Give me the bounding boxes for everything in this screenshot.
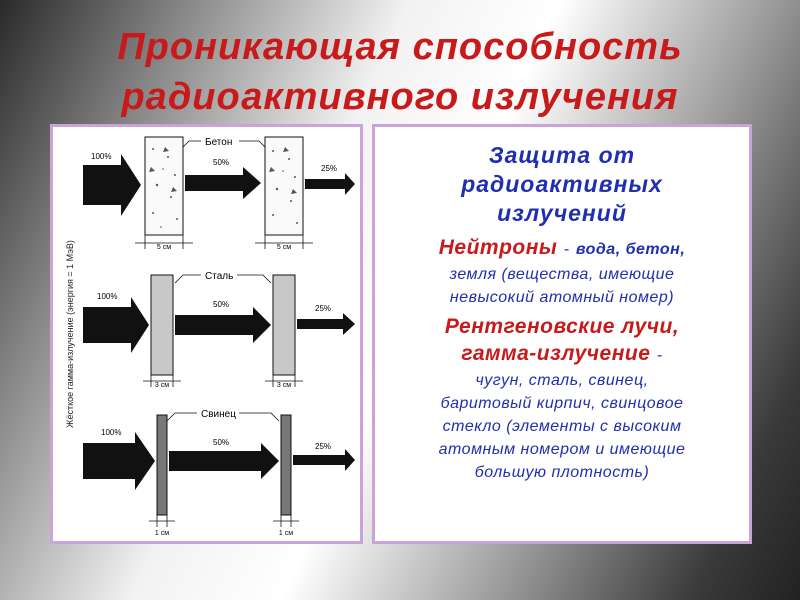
xray-text-3: стекло (элементы с высоким (442, 418, 682, 435)
slide-title: Проникающая способность радиоактивного и… (0, 22, 800, 122)
xray-heading-1: Рентгеновские лучи, (444, 315, 680, 338)
neutrons-label: Нейтроны (438, 236, 558, 259)
xray-text-2: баритовый кирпич, свинцовое (440, 395, 684, 412)
row-lead: 100% Свинец 50% 25% 1 см 1 см (83, 409, 355, 537)
arrow-mid-concrete (185, 167, 261, 199)
slab-concrete-2 (264, 136, 304, 236)
thickness-lead-2: 1 см (279, 530, 293, 537)
label-mid-steel: 50% (213, 300, 229, 309)
slab-lead-2 (280, 414, 292, 516)
material-label-lead: Свинец (201, 409, 236, 420)
slab-steel-2 (272, 274, 296, 376)
diagram-svg: Жёсткое гамма-излучение (энергия = 1 МэВ… (65, 136, 355, 537)
arrow-mid-steel (175, 307, 271, 343)
concrete-texture-1 (149, 147, 178, 228)
page-number: 17 (736, 552, 752, 568)
material-label-concrete: Бетон (205, 137, 232, 148)
thickness-concrete-2: 5 см (277, 244, 291, 251)
xray-heading-2-line: гамма-излучение - (375, 340, 749, 369)
concrete-texture-2 (269, 147, 298, 224)
xray-heading-2: гамма-излучение (461, 342, 651, 365)
thickness-steel-1: 3 см (155, 382, 169, 389)
neutrons-text-1: вода, бетон, (575, 241, 686, 258)
thickness-lead-1: 1 см (155, 530, 169, 537)
neutrons-text-2: земля (вещества, имеющие (449, 266, 675, 283)
row-steel: 100% Сталь 50% 25% 3 см 3 см (83, 271, 355, 389)
panel-heading-3: излучений (497, 200, 627, 226)
row-concrete: 100% Бетон 50% 25% (83, 136, 355, 251)
arrow-in-steel (83, 297, 149, 353)
label-in-lead: 100% (101, 428, 121, 437)
thickness-concrete-1: 5 см (157, 244, 171, 251)
title-line-1: Проникающая способность (117, 26, 683, 68)
panel-heading-2: радиоактивных (461, 171, 663, 197)
label-in-concrete: 100% (91, 152, 111, 161)
arrow-in-lead (83, 432, 155, 490)
xray-text-4: атомным номером и имеющие (438, 441, 686, 458)
slab-lead-1 (156, 414, 168, 516)
title-line-2: радиоактивного излучения (121, 76, 679, 118)
pointer-concrete-2 (239, 140, 266, 148)
panel-heading-1: Защита от (488, 142, 636, 168)
material-label-steel: Сталь (205, 271, 233, 282)
label-out-steel: 25% (315, 304, 331, 313)
penetration-diagram: Жёсткое гамма-излучение (энергия = 1 МэВ… (50, 124, 363, 544)
neutrons-text-3: невысокий атомный номер) (449, 289, 675, 306)
thickness-steel-2: 3 см (277, 382, 291, 389)
slab-steel-1 (150, 274, 174, 376)
pointer-concrete-1 (182, 140, 201, 148)
arrow-out-concrete (305, 173, 355, 195)
protection-panel: Защита от радиоактивных излучений Нейтро… (372, 124, 752, 544)
axis-label: Жёсткое гамма-излучение (энергия = 1 МэВ… (65, 240, 75, 428)
arrow-in-concrete (83, 154, 141, 216)
label-out-lead: 25% (315, 442, 331, 451)
label-in-steel: 100% (97, 292, 117, 301)
xray-text-1: чугун, сталь, свинец, (475, 372, 649, 389)
xray-text-5: большую плотность) (474, 464, 650, 481)
xray-dash: - (656, 347, 663, 364)
label-mid-lead: 50% (213, 438, 229, 447)
arrow-out-steel (297, 313, 355, 335)
label-out-concrete: 25% (321, 164, 337, 173)
arrow-mid-lead (169, 443, 279, 479)
neutrons-dash: - (563, 241, 570, 258)
neutrons-line: Нейтроны - вода, бетон, (375, 234, 749, 263)
arrow-out-lead (293, 449, 355, 471)
label-mid-concrete: 50% (213, 158, 229, 167)
